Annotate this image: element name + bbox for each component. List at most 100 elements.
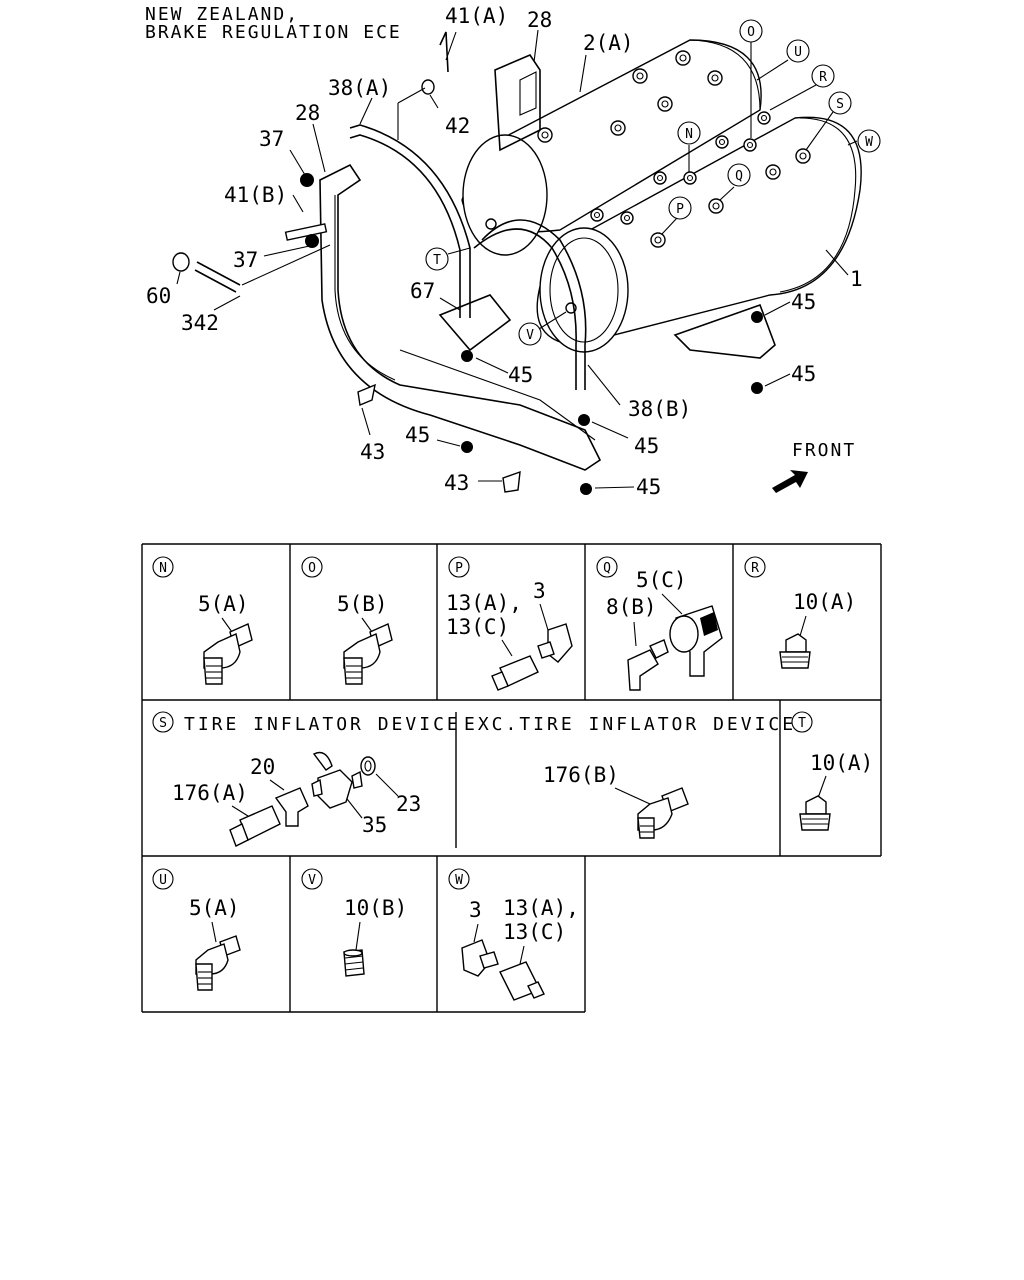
cell-s-tag: S [159,716,167,731]
callout-circle-n [677,121,701,145]
callout-circle-t [425,247,449,271]
callout-letters: O U R S W N Q P T V [433,25,873,343]
detail-grid: N 5(A) O 5(B) P 13(A), 13(C) [141,543,882,1013]
cell-o: O 5(B) [301,556,393,685]
callout-circle-p [668,196,692,220]
cell-o-label-0: 5(B) [337,592,388,616]
label-38a: 38(A) [328,76,391,100]
cell-n-label-0: 5(A) [198,592,249,616]
cell-r-tag: R [751,561,759,576]
cell-r-label-0: 10(A) [793,590,856,614]
label-28-left: 28 [295,101,320,125]
label-37-top: 37 [259,127,284,151]
cell-p-tag-circle [448,556,470,578]
cell-s-label-35: 35 [362,813,387,837]
tank-ports [485,50,811,314]
cell-s-label-23: 23 [396,792,421,816]
elbow-fitting-5a-icon [203,623,253,685]
part-labels: 41(A) 28 2(A) 38(A) 42 28 37 41(B) 37 60… [146,4,863,499]
label-37-bottom: 37 [233,248,258,272]
cell-p-label-2: 3 [533,579,546,603]
cell-o-tag-circle [301,556,323,578]
cell-r-tag-circle [744,556,766,578]
cell-u-tag: U [159,873,167,888]
cell-p-label-0: 13(A), [446,591,522,615]
label-60: 60 [146,284,171,308]
tee-fitting-20-icon [274,787,309,827]
cell-q-label-0: 5(C) [636,568,687,592]
header-line-2: BRAKE REGULATION ECE [145,22,402,43]
elbow-fitting-3-w-icon [461,939,499,977]
cell-t-label-0: 10(A) [810,751,873,775]
cell-q-label-1: 8(B) [606,595,657,619]
callout-circle-q [727,163,751,187]
callout-v: V [526,328,534,343]
elbow-fitting-5a-u-icon [195,935,241,991]
plug-10b-icon [343,949,365,977]
cell-w-tag: W [455,873,463,888]
cell-s-label-176a: 176(A) [172,781,248,805]
callout-w: W [865,135,873,150]
cell-t-tag: T [798,716,806,731]
front-arrow-icon [772,470,808,493]
label-45-right-bottom: 45 [791,362,816,386]
cell-n-tag-circle [152,556,174,578]
callout-p: P [676,202,684,217]
callout-r: R [819,70,827,85]
cell-s-title: TIRE INFLATOR DEVICE [184,714,461,735]
cell-w-label-13c: 13(C) [503,920,566,944]
cell-w-label-13a: 13(A), [503,896,579,920]
elbow-fitting-5b-icon [343,623,393,685]
callout-t: T [433,253,441,268]
inflator-valve-35-icon [311,751,363,809]
cell-p-tag: P [455,561,463,576]
label-42: 42 [445,114,470,138]
label-43-left: 43 [360,440,385,464]
label-41b: 41(B) [224,183,287,207]
label-28-top: 28 [527,8,552,32]
label-45-right-top: 45 [791,290,816,314]
callout-circle-v [518,322,542,346]
label-45-lower-left: 45 [405,423,430,447]
elbow-fitting-3-icon [537,623,573,663]
callout-circle-s [828,91,852,115]
callout-u: U [794,45,802,60]
main-diagram: O U R S W N Q P T V 41(A) 28 2(A) 38(A) … [146,4,881,499]
cell-q-tag: Q [603,561,611,576]
label-1: 1 [850,267,863,291]
plug-10a-t-icon [799,795,831,831]
label-45-center: 45 [508,363,533,387]
callout-circles [425,19,881,346]
elbow-fitting-176b-icon [637,787,689,839]
tank-straps [349,124,587,390]
label-342: 342 [181,311,219,335]
label-2a: 2(A) [583,31,634,55]
cell-s-tag-circle [152,711,174,733]
adapter-13-w-icon [499,961,545,1001]
cell-w: W 3 13(A), 13(C) [448,868,579,1001]
cell-v-tag-circle [301,868,323,890]
callout-q: Q [735,169,743,184]
callout-circle-u [786,39,810,63]
cell-v-tag: V [308,873,316,888]
cell-q: Q 5(C) 8(B) [596,556,723,691]
callout-circle-w [857,129,881,153]
cell-n: N 5(A) [152,556,253,685]
label-43-bottom: 43 [444,471,469,495]
cell-exc-label-176b: 176(B) [543,763,619,787]
leader-lines [176,29,858,489]
cell-r: R 10(A) [744,556,856,669]
front-label: FRONT [792,440,857,461]
callout-n: N [685,127,693,142]
cell-s: S TIRE INFLATOR DEVICE 20 176(A) 23 35 [152,711,461,847]
label-45-lower-right: 45 [634,434,659,458]
fasteners [172,31,763,495]
cell-v: V 10(B) [301,868,407,977]
cell-t: T 10(A) [791,711,873,831]
header-line-1: NEW ZEALAND, [145,4,300,25]
cell-q-tag-circle [596,556,618,578]
adapter-13-icon [491,655,539,691]
cell-u-tag-circle [152,868,174,890]
label-45-bottom: 45 [636,475,661,499]
cell-v-label-0: 10(B) [344,896,407,920]
